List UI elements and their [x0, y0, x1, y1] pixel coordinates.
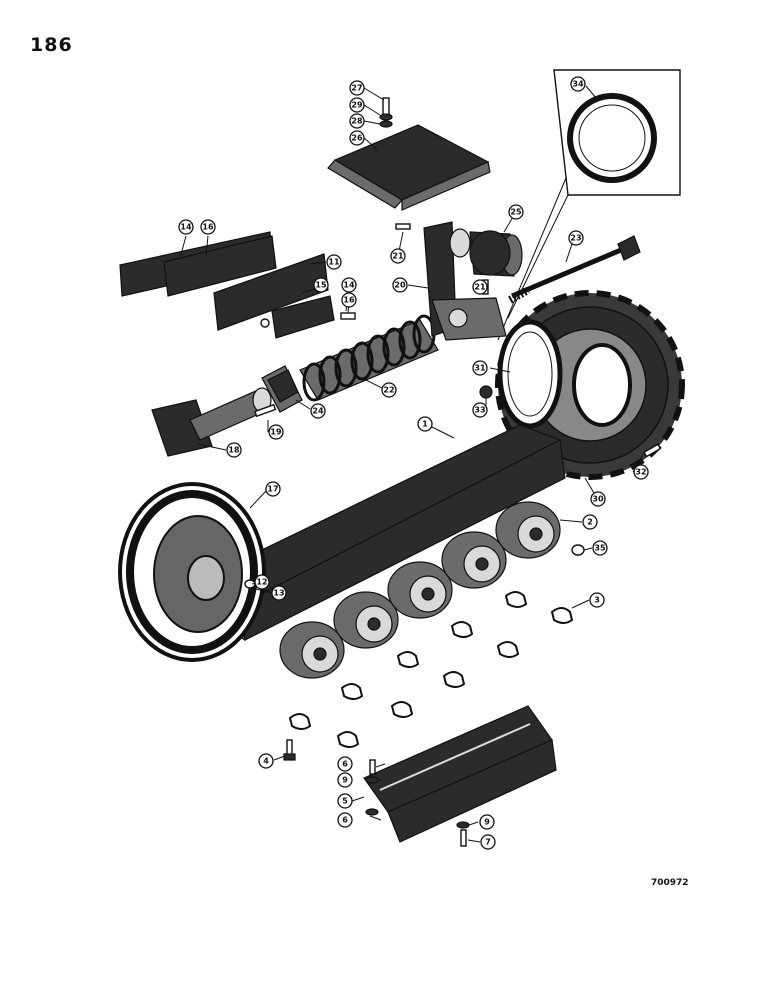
callout-13: 13 [271, 585, 287, 601]
track-rollers-part-2 [279, 501, 561, 679]
idler-wheel-part-17 [118, 482, 266, 662]
svg-text:23: 23 [570, 234, 581, 243]
svg-text:9: 9 [342, 776, 348, 785]
callout-9-upper: 9 [337, 772, 353, 788]
svg-text:7: 7 [485, 838, 491, 847]
svg-text:25: 25 [510, 208, 522, 217]
svg-text:32: 32 [635, 468, 646, 477]
callout-34: 34 [570, 76, 586, 92]
svg-text:18: 18 [228, 446, 240, 455]
callout-15: 15 [313, 277, 329, 293]
roller-clamps-part-3 [288, 591, 574, 748]
svg-text:16: 16 [343, 296, 355, 305]
callout-28: 28 [349, 113, 365, 129]
callout-4: 4 [258, 753, 274, 769]
inset-box [497, 69, 681, 341]
callout-6-lower: 6 [337, 812, 353, 828]
svg-text:35: 35 [594, 544, 606, 553]
svg-text:17: 17 [267, 485, 278, 494]
callout-11: 11 [326, 254, 342, 270]
callout-5: 5 [337, 793, 353, 809]
svg-text:19: 19 [270, 428, 282, 437]
spring-plate-part-24 [261, 365, 303, 413]
svg-text:1: 1 [422, 420, 428, 429]
callout-7: 7 [480, 834, 496, 850]
callout-17: 17 [265, 481, 281, 497]
callout-32: 32 [633, 464, 649, 480]
callout-19: 19 [268, 424, 284, 440]
svg-text:31: 31 [474, 364, 486, 373]
callout-16-right: 16 [341, 292, 357, 308]
callout-33: 33 [472, 402, 488, 418]
svg-text:27: 27 [351, 84, 362, 93]
callout-6-upper: 6 [337, 756, 353, 772]
callout-22: 22 [381, 382, 397, 398]
callout-12: 12 [254, 574, 270, 590]
callout-2: 2 [582, 514, 598, 530]
callout-27: 27 [349, 80, 365, 96]
callout-3: 3 [589, 592, 605, 608]
callout-31: 31 [472, 360, 488, 376]
svg-text:21: 21 [392, 252, 404, 261]
callout-16-top: 16 [200, 219, 216, 235]
svg-text:6: 6 [342, 816, 348, 825]
svg-text:26: 26 [351, 134, 363, 143]
svg-text:28: 28 [351, 117, 363, 126]
svg-text:22: 22 [383, 386, 394, 395]
callout-29: 29 [349, 97, 365, 113]
yoke-part-18 [151, 387, 277, 457]
figure-code: 700972 [651, 878, 689, 888]
svg-text:14: 14 [180, 223, 192, 232]
bolt-part-4 [283, 739, 296, 761]
callout-26: 26 [349, 130, 365, 146]
callout-24: 24 [310, 403, 326, 419]
svg-text:20: 20 [394, 281, 406, 290]
small-parts [244, 385, 662, 589]
svg-text:30: 30 [592, 495, 604, 504]
recoil-bracket-assembly [119, 231, 356, 339]
svg-text:12: 12 [256, 578, 267, 587]
svg-text:29: 29 [351, 101, 363, 110]
page-number: 186 [30, 34, 73, 56]
top-guard-part-26 [327, 97, 491, 211]
adjusting-bolt-part-23 [508, 235, 641, 304]
svg-text:16: 16 [202, 223, 214, 232]
svg-text:3: 3 [594, 596, 600, 605]
support-bracket-part-20 [395, 221, 507, 341]
callout-35: 35 [592, 540, 608, 556]
callout-21-upper: 21 [390, 248, 406, 264]
support-roller-part-25 [449, 228, 523, 277]
callout-23: 23 [568, 230, 584, 246]
gasket-part-31 [497, 319, 563, 429]
callout-25: 25 [508, 204, 524, 220]
svg-text:24: 24 [312, 407, 324, 416]
inset-gasket-ring [567, 93, 657, 183]
svg-text:14: 14 [343, 281, 355, 290]
svg-text:2: 2 [587, 518, 593, 527]
svg-text:4: 4 [263, 757, 269, 766]
svg-text:33: 33 [474, 406, 485, 415]
svg-text:34: 34 [572, 80, 584, 89]
recoil-spring-part-22 [299, 314, 439, 402]
svg-text:5: 5 [342, 797, 348, 806]
svg-text:13: 13 [273, 589, 284, 598]
callout-9-lower: 9 [479, 814, 495, 830]
callout-20: 20 [392, 277, 408, 293]
svg-text:6: 6 [342, 760, 348, 769]
svg-text:9: 9 [484, 818, 490, 827]
callout-14-right: 14 [341, 277, 357, 293]
svg-text:15: 15 [315, 281, 327, 290]
callout-1: 1 [417, 416, 433, 432]
callout-18: 18 [226, 442, 242, 458]
callout-30: 30 [590, 491, 606, 507]
callout-21-lower: 21 [472, 279, 488, 295]
callout-14-top: 14 [178, 219, 194, 235]
svg-text:21: 21 [474, 283, 486, 292]
svg-text:11: 11 [328, 258, 340, 267]
rock-guard-part-5 [363, 705, 557, 847]
